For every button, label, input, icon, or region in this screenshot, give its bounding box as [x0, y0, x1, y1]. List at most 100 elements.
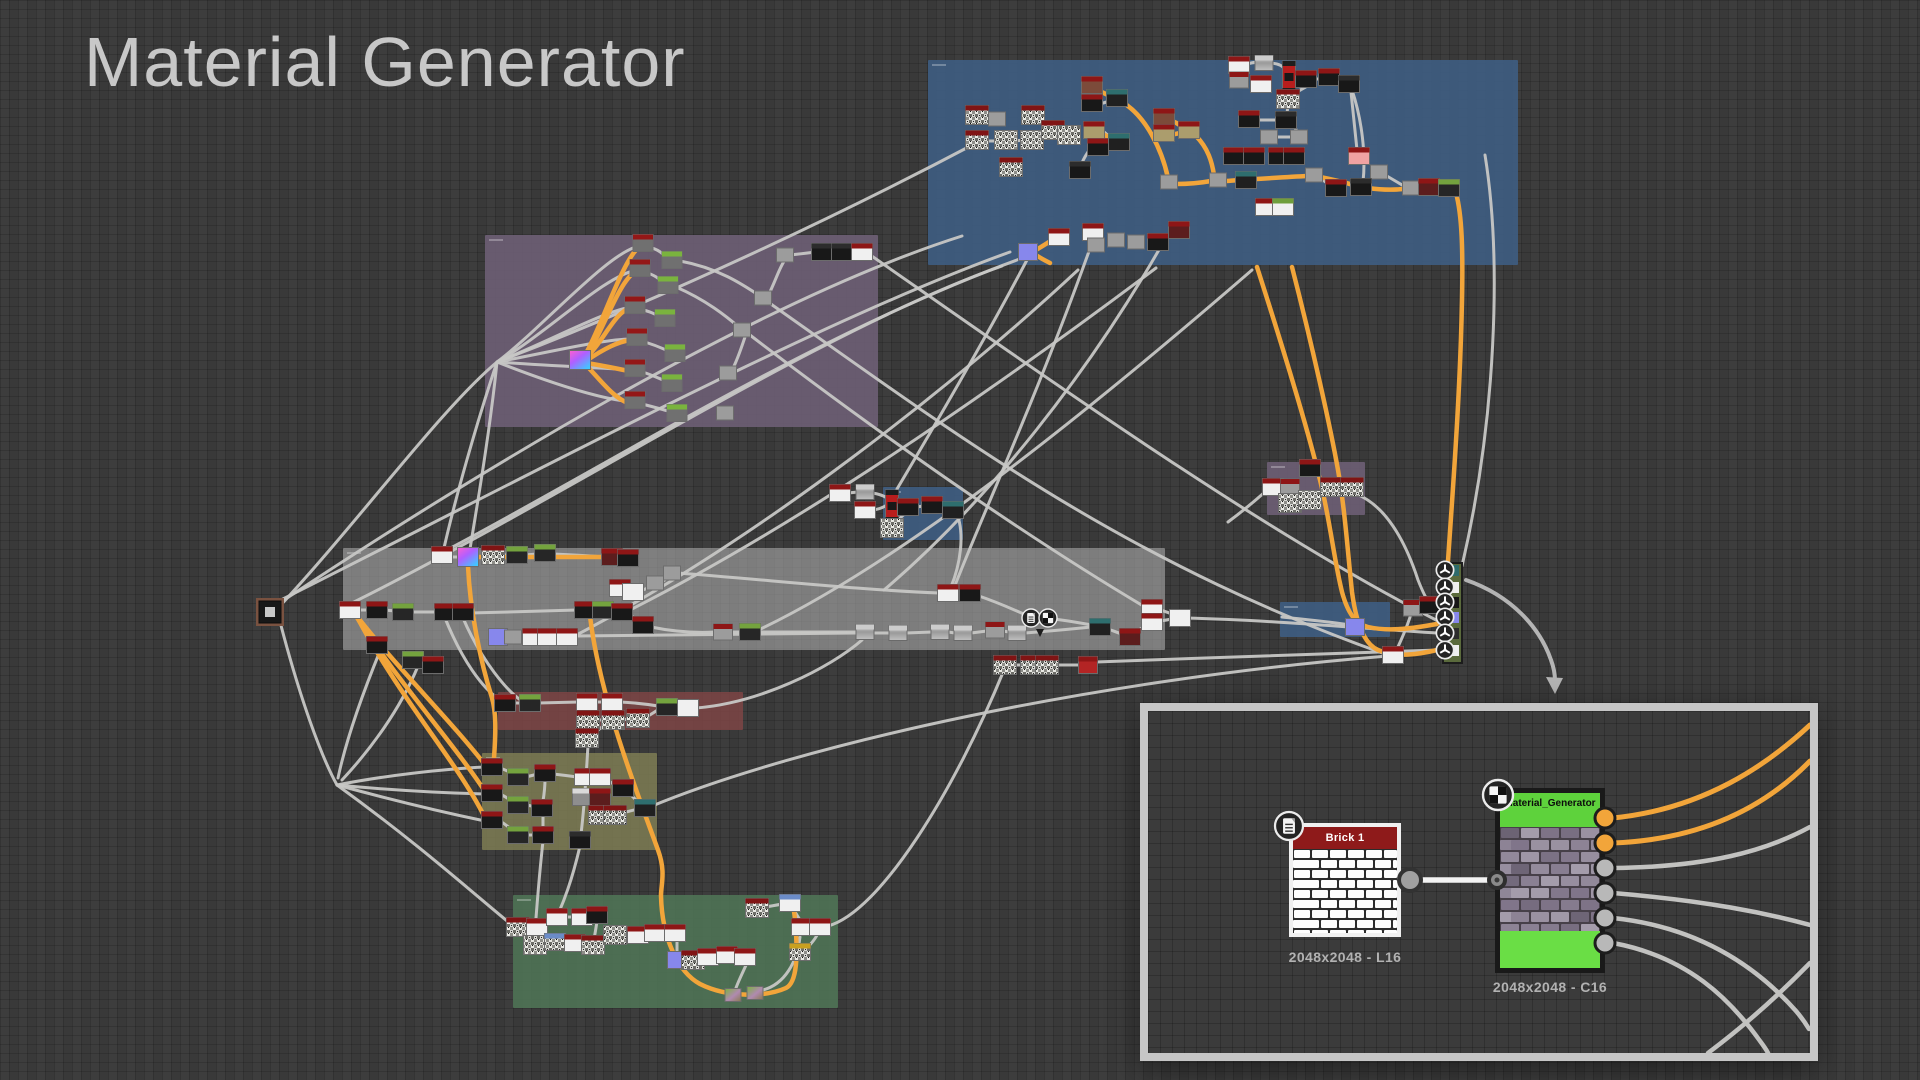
graph-node[interactable]	[1127, 234, 1145, 250]
graph-node[interactable]	[953, 625, 973, 641]
graph-node[interactable]	[1325, 179, 1347, 197]
graph-node[interactable]	[1370, 164, 1388, 180]
graph-node[interactable]	[1290, 129, 1308, 145]
output-stack[interactable]	[1435, 560, 1463, 664]
graph-node[interactable]	[481, 758, 503, 776]
graph-node[interactable]	[537, 628, 559, 646]
graph-node[interactable]	[534, 544, 556, 562]
graph-node[interactable]	[880, 518, 904, 538]
graph-node[interactable]	[1275, 111, 1297, 129]
graph-node[interactable]	[1078, 656, 1098, 674]
graph-node[interactable]	[1141, 613, 1163, 631]
graph-node[interactable]	[719, 365, 737, 381]
graph-node[interactable]	[592, 601, 614, 619]
graph-node[interactable]	[507, 826, 529, 844]
graph-node[interactable]	[1340, 477, 1364, 497]
graph-node[interactable]	[569, 350, 591, 370]
graph-node[interactable]	[733, 322, 751, 338]
graph-node[interactable]	[1223, 147, 1245, 165]
brick-source-node[interactable]: Brick 1	[1289, 823, 1401, 938]
graph-node[interactable]	[988, 111, 1006, 127]
graph-node[interactable]	[576, 693, 598, 711]
graph-node[interactable]	[575, 728, 599, 748]
graph-node[interactable]	[507, 796, 529, 814]
graph-node[interactable]	[644, 924, 666, 942]
output-port[interactable]	[1435, 640, 1455, 660]
graph-node[interactable]	[1153, 108, 1175, 126]
graph-node[interactable]	[434, 603, 456, 621]
graph-node[interactable]	[1228, 56, 1250, 74]
graph-node[interactable]	[256, 598, 284, 626]
graph-node[interactable]	[1020, 130, 1044, 150]
graph-node[interactable]	[1069, 161, 1091, 179]
graph-node[interactable]	[734, 948, 756, 966]
graph-node[interactable]	[526, 918, 548, 936]
graph-node[interactable]	[829, 484, 851, 502]
graph-node[interactable]	[431, 546, 453, 564]
graph-node[interactable]	[745, 898, 769, 918]
graph-node[interactable]	[713, 623, 733, 641]
graph-node[interactable]	[854, 501, 876, 519]
graph-node[interactable]	[629, 259, 651, 277]
graph-node[interactable]	[654, 309, 676, 327]
graph-node[interactable]	[942, 501, 964, 519]
graph-node[interactable]	[1250, 75, 1272, 93]
graph-node[interactable]	[1178, 121, 1200, 139]
graph-node[interactable]	[601, 693, 623, 711]
output-port[interactable]	[1435, 560, 1455, 580]
graph-node[interactable]	[1083, 121, 1105, 139]
material-output-port[interactable]	[1593, 806, 1617, 830]
graph-node[interactable]	[776, 247, 794, 263]
graph-node[interactable]	[855, 624, 875, 640]
graph-node[interactable]	[1350, 178, 1372, 196]
graph-node[interactable]	[1169, 609, 1191, 627]
graph-node[interactable]	[1168, 221, 1190, 239]
graph-node[interactable]	[531, 799, 553, 817]
graph-node[interactable]	[589, 768, 611, 786]
graph-node[interactable]	[739, 623, 761, 641]
graph-node[interactable]	[1345, 618, 1365, 636]
graph-node[interactable]	[452, 603, 474, 621]
graph-node[interactable]	[1260, 129, 1278, 145]
graph-node[interactable]	[632, 234, 654, 252]
graph-node[interactable]	[506, 546, 528, 564]
graph-node[interactable]	[664, 344, 686, 362]
graph-node[interactable]	[1153, 124, 1175, 142]
material-output-port[interactable]	[1593, 831, 1617, 855]
graph-node[interactable]	[1087, 237, 1105, 253]
output-port[interactable]	[1435, 623, 1455, 643]
graph-node[interactable]	[1298, 490, 1322, 510]
graph-node[interactable]	[523, 935, 547, 955]
graph-node[interactable]	[544, 933, 566, 951]
graph-node[interactable]	[1160, 174, 1178, 190]
graph-node[interactable]	[1119, 628, 1141, 646]
graph-node[interactable]	[626, 708, 650, 728]
graph-node[interactable]	[1229, 71, 1249, 89]
graph-node[interactable]	[603, 925, 627, 945]
graph-node[interactable]	[809, 918, 831, 936]
graph-node[interactable]	[1243, 147, 1265, 165]
graph-node[interactable]	[481, 784, 503, 802]
graph-node[interactable]	[626, 328, 648, 346]
graph-node[interactable]	[789, 943, 811, 961]
graph-node[interactable]	[779, 894, 801, 912]
graph-node[interactable]	[576, 710, 600, 730]
graph-node[interactable]	[617, 549, 639, 567]
graph-node[interactable]	[586, 906, 608, 924]
graph-node[interactable]	[634, 799, 656, 817]
graph-node[interactable]	[556, 628, 578, 646]
graph-node[interactable]	[1089, 618, 1111, 636]
graph-node[interactable]	[1238, 110, 1260, 128]
graph-node[interactable]	[959, 584, 981, 602]
graph-node[interactable]	[1147, 233, 1169, 251]
graph-node[interactable]	[1382, 646, 1404, 664]
graph-node[interactable]	[661, 251, 683, 269]
graph-node[interactable]	[994, 130, 1018, 150]
graph-node[interactable]	[888, 625, 908, 641]
graph-node[interactable]	[930, 624, 950, 640]
graph-node[interactable]	[1338, 75, 1360, 93]
graph-node[interactable]	[402, 651, 424, 669]
graph-node[interactable]	[855, 484, 875, 500]
graph-node[interactable]	[754, 290, 772, 306]
